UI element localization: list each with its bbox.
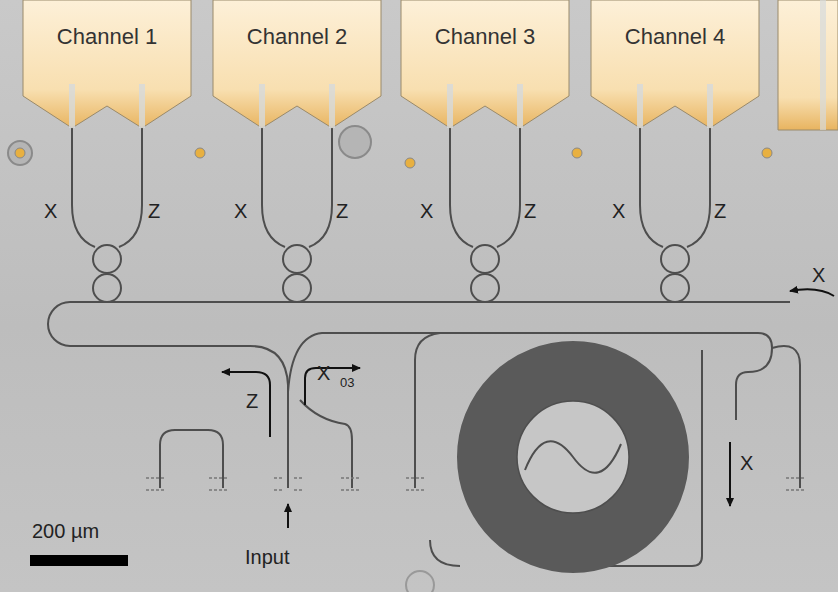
- channel-label: Channel 2: [212, 0, 382, 50]
- port-label: Z: [246, 390, 258, 412]
- subscript-label: 03: [340, 375, 354, 390]
- pad-outline: [212, 0, 382, 130]
- port-label: X: [317, 362, 330, 384]
- contact-pad: Channel 3: [400, 0, 570, 130]
- port-label: X: [44, 200, 57, 222]
- channel-label: Channel 1: [22, 0, 192, 50]
- port-label: Z: [148, 200, 160, 222]
- channel-label: Channel 4: [590, 0, 760, 50]
- pad-outline: [22, 0, 192, 130]
- port-label: Z: [524, 200, 536, 222]
- port-label: X: [812, 264, 825, 286]
- port-label: Z: [714, 200, 726, 222]
- port-label: X: [612, 200, 625, 222]
- contact-pad: Channel 4: [590, 0, 760, 130]
- port-label: X: [234, 200, 247, 222]
- contact-pad: Channel 2: [212, 0, 382, 130]
- channel-label: Channel 3: [400, 0, 570, 50]
- port-label: X: [740, 452, 753, 474]
- scale-label: 200 µm: [32, 520, 99, 542]
- input-label: Input: [245, 546, 289, 568]
- port-label: Z: [336, 200, 348, 222]
- pad-outline: [590, 0, 760, 130]
- pad-outline: [400, 0, 570, 130]
- port-label: X: [420, 200, 433, 222]
- contact-pad: Channel 1: [22, 0, 192, 130]
